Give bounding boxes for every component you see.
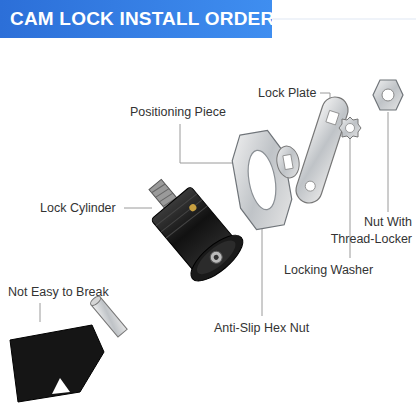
leader-line [40, 303, 41, 322]
leader-line [388, 112, 389, 212]
part-label: Lock Plate [258, 85, 316, 102]
locking-washer [339, 117, 361, 139]
part-label: Locking Washer [284, 262, 373, 279]
part-label: Anti-Slip Hex Nut [214, 320, 309, 337]
leader-line [124, 208, 152, 209]
part-label: Positioning Piece [130, 104, 226, 121]
hex-nut [228, 128, 296, 232]
part-label: Lock Cylinder [40, 200, 116, 217]
thread-locker-nut [373, 80, 403, 110]
banner-title: CAM LOCK INSTALL ORDER [10, 8, 274, 30]
leader-line [262, 228, 263, 316]
lock-cylinder [131, 164, 250, 289]
positioning-piece [274, 144, 301, 179]
part-label: Not Easy to Break [8, 284, 109, 301]
part-label: Nut With Thread-Locker [328, 214, 412, 248]
banner-rule [272, 19, 416, 20]
key [10, 295, 127, 402]
lock-plate [293, 94, 352, 207]
